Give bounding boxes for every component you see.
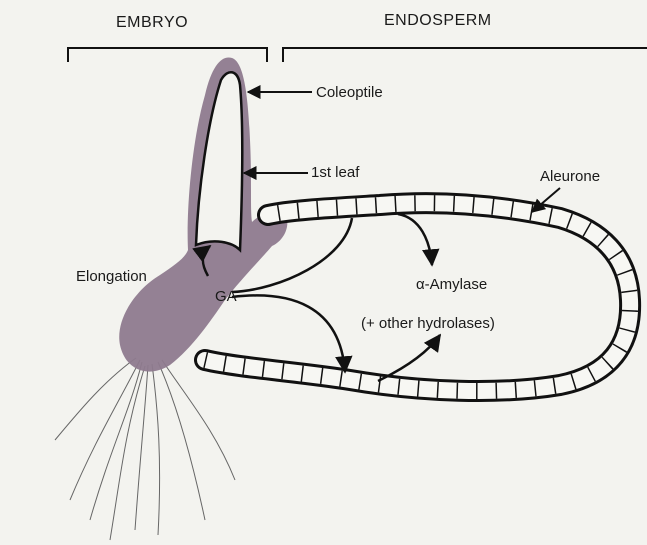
ga-label: GA bbox=[215, 288, 237, 305]
first-leaf-label: 1st leaf bbox=[311, 164, 359, 181]
roots bbox=[55, 358, 235, 540]
elongation-label: Elongation bbox=[76, 268, 147, 285]
first-leaf-outline bbox=[196, 72, 242, 250]
aleurone-to-hydrolases-arrow bbox=[378, 335, 440, 381]
endosperm-label: ENDOSPERM bbox=[384, 12, 492, 30]
coleoptile-label: Coleoptile bbox=[316, 84, 383, 101]
aleurone-to-amylase-arrow bbox=[398, 214, 432, 265]
hydrolases-label: (+ other hydrolases) bbox=[361, 315, 495, 332]
embryo-bracket bbox=[68, 48, 267, 62]
embryo-label: EMBRYO bbox=[116, 14, 188, 32]
aleurone-label: Aleurone bbox=[540, 168, 600, 185]
endosperm-bracket bbox=[283, 48, 647, 62]
amylase-label: α-Amylase bbox=[416, 276, 487, 293]
